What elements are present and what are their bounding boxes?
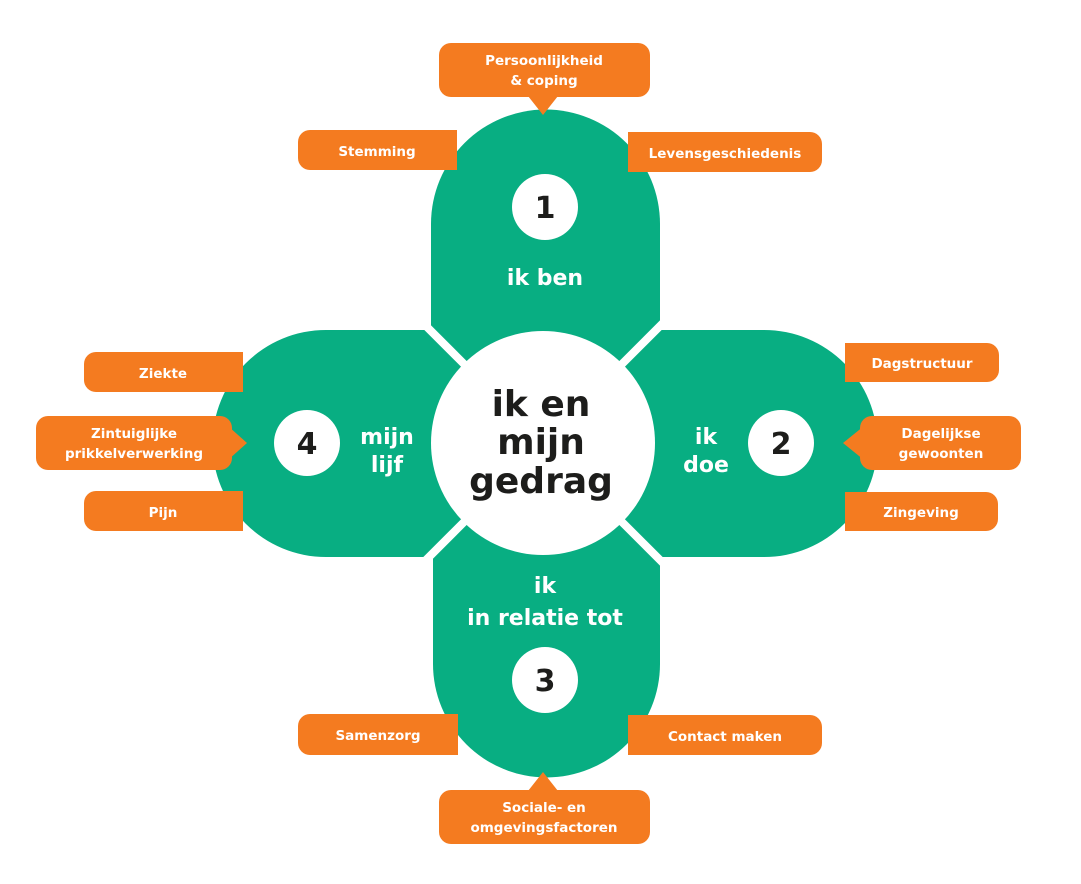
center-line-2: mijn	[497, 422, 585, 463]
factor-zintuiglijke: Zintuiglijke prikkelverwerking	[36, 416, 247, 470]
svg-text:Zingeving: Zingeving	[883, 505, 959, 521]
svg-text:prikkelverwerking: prikkelverwerking	[65, 446, 203, 462]
lobe-4-label-line-1: mijn	[360, 425, 414, 450]
number-badge-3	[512, 647, 578, 713]
factor-stemming: Stemming	[298, 130, 457, 170]
factor-sociale: Sociale- en omgevingsfactoren	[439, 772, 650, 844]
factor-ziekte: Ziekte	[84, 352, 243, 392]
factor-contact-maken: Contact maken	[628, 715, 822, 755]
lobe-3-label-line-1: ik	[534, 574, 558, 599]
number-4: 4	[297, 427, 318, 462]
factor-pijn: Pijn	[84, 491, 243, 531]
center-line-3: gedrag	[469, 461, 613, 502]
number-badge-2	[748, 410, 814, 476]
svg-text:Contact maken: Contact maken	[668, 729, 782, 745]
factor-dagstructuur: Dagstructuur	[845, 343, 999, 382]
center-circle	[431, 331, 655, 555]
svg-text:Ziekte: Ziekte	[139, 366, 187, 382]
svg-text:Samenzorg: Samenzorg	[335, 728, 420, 744]
svg-text:Sociale- en: Sociale- en	[502, 800, 586, 816]
lobe-1-label: ik ben	[507, 266, 583, 291]
lobe-4-label-line-2: lijf	[371, 453, 404, 478]
lobe-2-label-line-2: doe	[683, 453, 729, 478]
factor-persoonlijkheid: Persoonlijkheid & coping	[439, 43, 650, 115]
number-3: 3	[535, 664, 556, 699]
number-1: 1	[535, 191, 556, 226]
lobe-3-label-line-2: in relatie tot	[467, 606, 623, 631]
factor-samenzorg: Samenzorg	[298, 714, 458, 755]
number-badge-1	[512, 174, 578, 240]
svg-text:Dagelijkse: Dagelijkse	[901, 426, 980, 442]
svg-text:gewoonten: gewoonten	[899, 446, 984, 462]
svg-text:Zintuiglijke: Zintuiglijke	[91, 426, 177, 442]
factor-levensgeschiedenis: Levensgeschiedenis	[628, 132, 822, 172]
svg-text:omgevingsfactoren: omgevingsfactoren	[470, 820, 617, 836]
number-2: 2	[771, 427, 792, 462]
svg-text:Persoonlijkheid: Persoonlijkheid	[485, 53, 603, 69]
svg-text:Pijn: Pijn	[149, 505, 178, 521]
number-badge-4	[274, 410, 340, 476]
factor-zingeving: Zingeving	[845, 492, 998, 531]
svg-text:& coping: & coping	[510, 73, 577, 89]
factor-dagelijkse: Dagelijkse gewoonten	[843, 416, 1021, 470]
center-line-1: ik en	[492, 384, 591, 425]
svg-text:Stemming: Stemming	[338, 144, 415, 160]
lobe-2-label-line-1: ik	[695, 425, 719, 450]
svg-text:Dagstructuur: Dagstructuur	[871, 356, 972, 372]
svg-text:Levensgeschiedenis: Levensgeschiedenis	[649, 146, 802, 162]
